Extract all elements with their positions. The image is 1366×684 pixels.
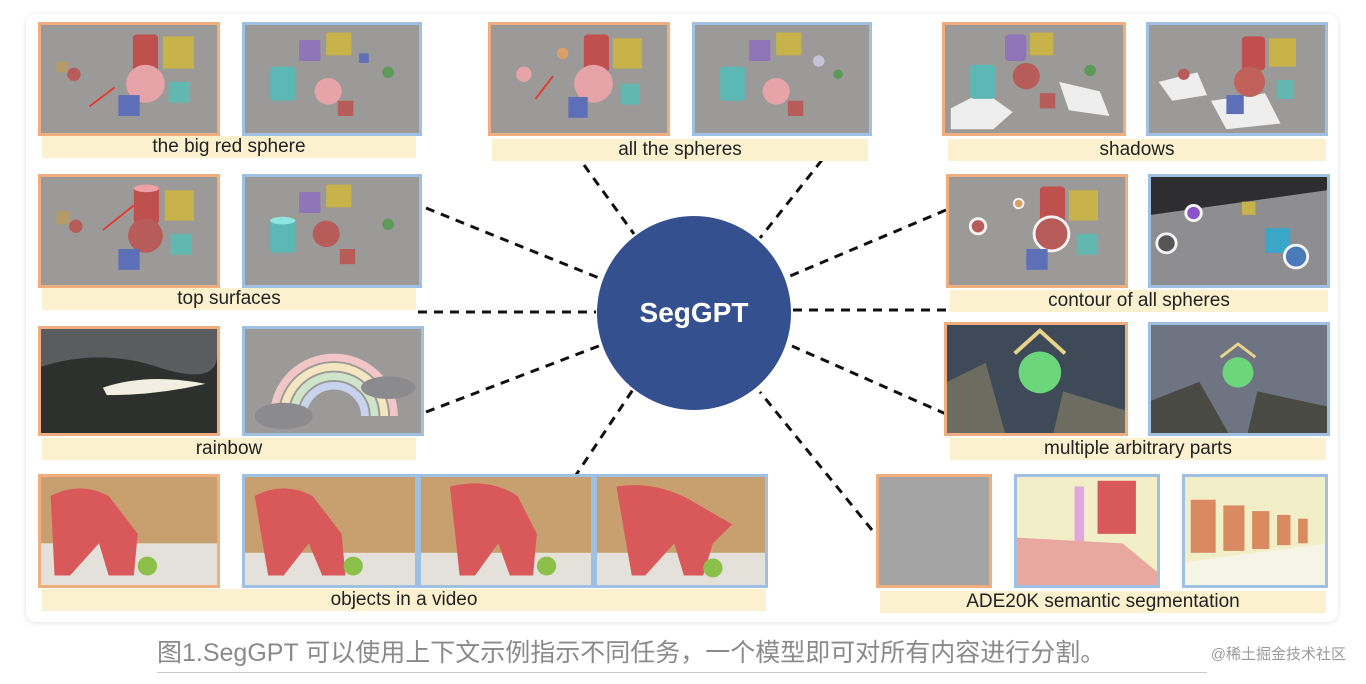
prompt-image-rainbow	[38, 326, 220, 436]
target-image-video-frame-1	[242, 474, 418, 588]
connector-line	[791, 344, 947, 416]
connector-line	[758, 159, 824, 239]
connector-line	[425, 342, 605, 414]
hub-label: SegGPT	[639, 297, 749, 328]
connector-line	[789, 208, 947, 278]
prompt-image-top-surfaces	[38, 174, 220, 288]
caption-video: objects in a video	[42, 589, 766, 611]
target-image-contour-spheres	[1148, 174, 1330, 288]
prompt-image-arbitrary-parts	[944, 322, 1128, 436]
prompt-image-all-spheres	[488, 22, 670, 136]
prompt-image-ade20k	[876, 474, 992, 588]
target-image-big-red-sphere	[242, 22, 422, 136]
seggpt-hub: SegGPT	[597, 216, 791, 410]
caption-arbitrary-parts: multiple arbitrary parts	[950, 438, 1326, 460]
watermark: @稀土掘金技术社区	[1206, 643, 1346, 664]
target-image-arbitrary-parts	[1148, 322, 1330, 436]
target-image-top-surfaces	[242, 174, 422, 288]
target-image-video-frame-2	[418, 474, 594, 588]
caption-big-red-sphere: the big red sphere	[42, 136, 416, 158]
target-image-all-spheres	[692, 22, 872, 136]
target-image-rainbow	[242, 326, 424, 436]
prompt-image-contour-spheres	[946, 174, 1128, 288]
connector-line	[425, 206, 605, 282]
caption-all-spheres: all the spheres	[492, 139, 868, 161]
caption-ade20k: ADE20K semantic segmentation	[880, 591, 1326, 613]
target-image-ade20k-2	[1182, 474, 1328, 588]
prompt-image-video	[38, 474, 220, 588]
caption-rainbow: rainbow	[42, 438, 416, 460]
caption-top-surfaces: top surfaces	[42, 288, 416, 310]
target-image-ade20k-1	[1014, 474, 1160, 588]
prompt-image-shadows	[942, 22, 1126, 136]
target-image-shadows	[1146, 22, 1328, 136]
connector-line	[582, 164, 636, 235]
connector-line	[572, 387, 636, 479]
target-image-video-frame-3	[594, 474, 768, 588]
prompt-image-big-red-sphere	[38, 22, 220, 136]
connector-line	[758, 391, 874, 531]
figure-caption: 图1.SegGPT 可以使用上下文示例指示不同任务，一个模型即可对所有内容进行分…	[157, 636, 1207, 673]
caption-shadows: shadows	[948, 139, 1326, 161]
caption-contour-spheres: contour of all spheres	[950, 290, 1328, 312]
